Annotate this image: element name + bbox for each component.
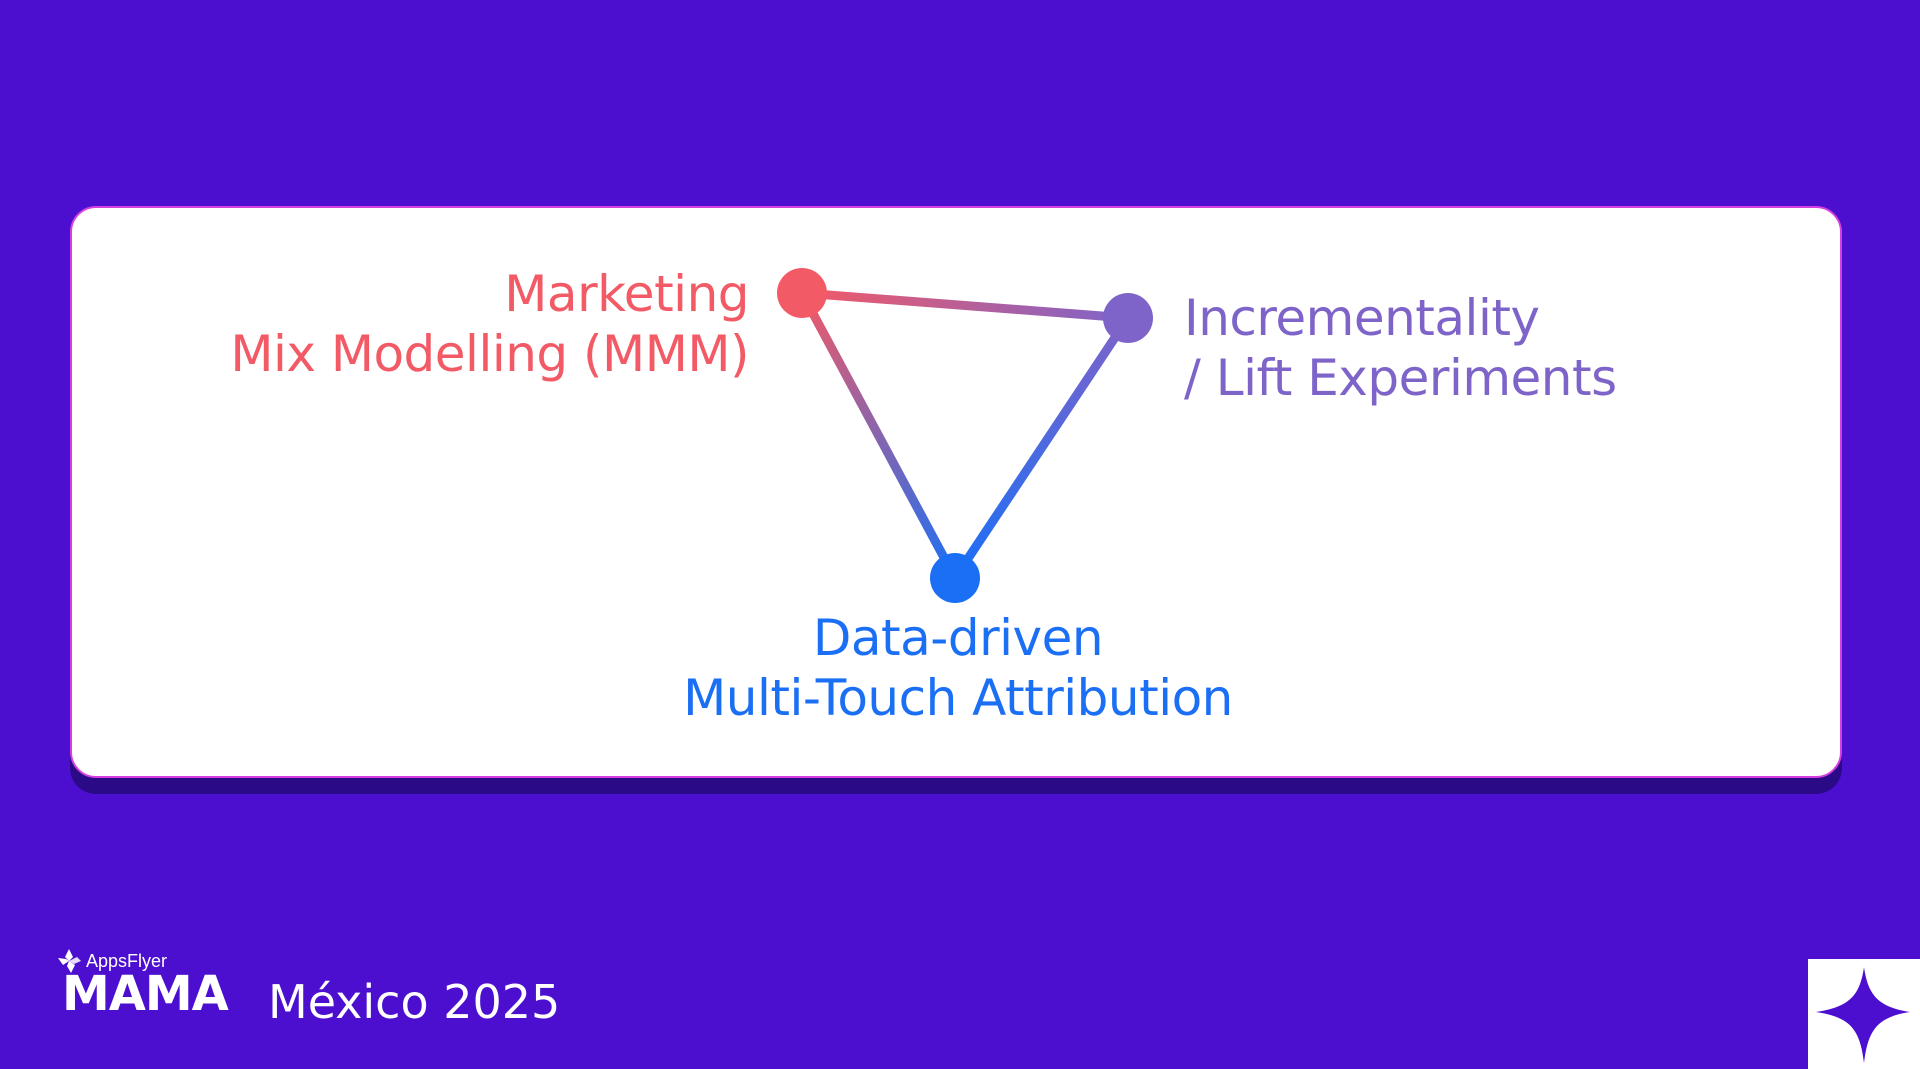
label-incrementality-line1: Incrementality (1184, 289, 1540, 347)
mama-logo: MAMA (62, 966, 229, 1022)
label-incrementality: Incrementality / Lift Experiments (1184, 288, 1617, 408)
node-incrementality-dot (1103, 293, 1153, 343)
appsflyer-logo: AppsFlyer (54, 946, 167, 976)
label-mmm-line1: Marketing (504, 265, 749, 323)
edge-incrementality-mta (950, 313, 1133, 583)
label-mta-line1: Data-driven (812, 609, 1104, 667)
appsflyer-logo-icon (58, 949, 81, 973)
edge-mmm-incrementality (797, 288, 1133, 323)
edge-mmm-mta (797, 288, 960, 583)
label-incrementality-line2: / Lift Experiments (1184, 349, 1617, 407)
node-mta-dot (930, 553, 980, 603)
node-mmm-dot (777, 268, 827, 318)
appsflyer-wordmark: AppsFlyer (86, 950, 168, 971)
corner-box (1808, 959, 1920, 1069)
label-mmm-line2: Mix Modelling (MMM) (230, 325, 749, 383)
event-name: México 2025 (268, 975, 561, 1029)
label-mmm: Marketing Mix Modelling (MMM) (230, 264, 749, 384)
label-mta: Data-driven Multi-Touch Attribution (683, 608, 1233, 728)
four-point-star-icon (1816, 967, 1910, 1063)
label-mta-line2: Multi-Touch Attribution (683, 669, 1233, 727)
